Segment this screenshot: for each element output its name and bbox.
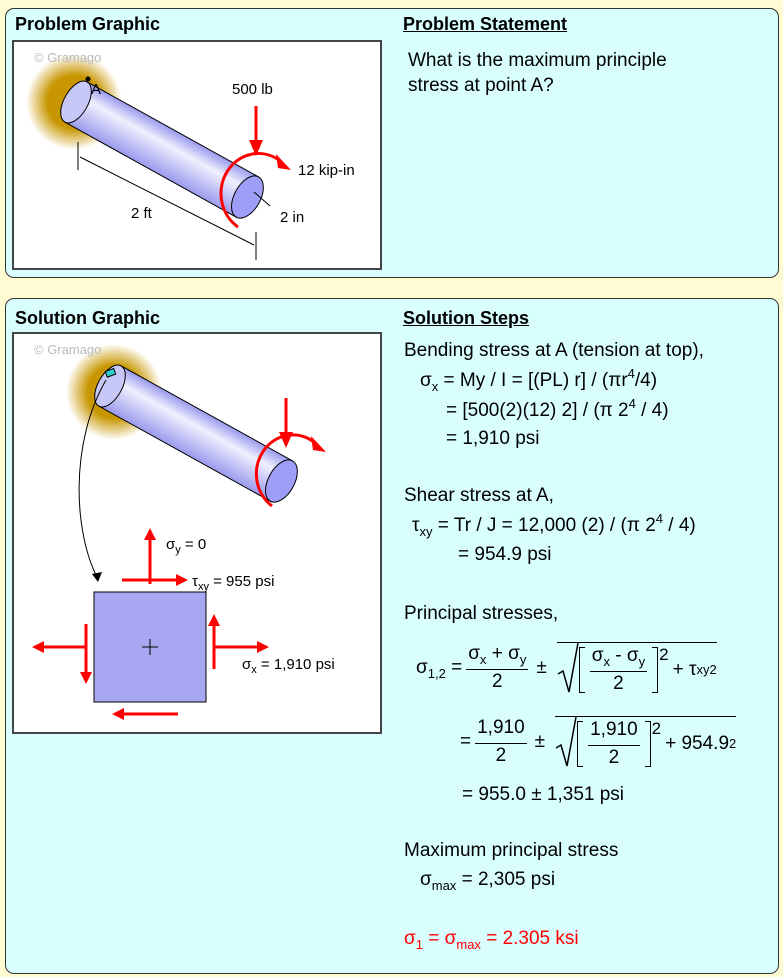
problem-statement-title: Problem Statement <box>403 14 568 34</box>
problem-graphic-title: Problem Graphic <box>15 14 161 34</box>
solution-graphic: © Gramago σy = 0 τxy = 955 psi σx = 1,91… <box>12 332 382 734</box>
bending-substitution: = [500(2)(12) 2] / (π 24 / 4) <box>446 396 669 421</box>
sigma-y-label: σy = 0 <box>166 536 206 556</box>
max-result: σmax = 2,305 psi <box>420 869 556 893</box>
principal-heading: Principal stresses, <box>404 603 559 624</box>
length-label: 2 ft <box>131 205 153 222</box>
stress-arrows <box>42 538 259 716</box>
point-a-label: A <box>91 81 101 98</box>
final-answer: σ1 = σmax = 2.305 ksi <box>404 928 579 952</box>
bending-heading: Bending stress at A (tension at top), <box>404 340 704 361</box>
radical-sign-icon <box>557 642 579 693</box>
max-heading: Maximum principal stress <box>404 840 619 861</box>
problem-statement-line: What is the maximum principle <box>408 50 667 71</box>
leader-arrow <box>78 379 107 580</box>
left-bracket <box>578 647 585 693</box>
principal-result: = 955.0 ± 1,351 psi <box>462 784 625 805</box>
left-bracket <box>577 721 584 767</box>
torque-arrow <box>219 152 280 229</box>
cylinder-shaft <box>94 364 298 503</box>
solution-steps-title: Solution Steps <box>403 308 529 328</box>
right-bracket <box>652 647 659 693</box>
torque-arrow <box>254 433 315 508</box>
cylinder-shaft <box>60 80 264 219</box>
tau-xy-label: τxy = 955 psi <box>192 573 274 593</box>
point-a-dot <box>85 76 91 82</box>
radius-arrow <box>253 191 271 207</box>
right-bracket <box>644 721 651 767</box>
bending-result: = 1,910 psi <box>446 428 540 449</box>
shear-result: = 954.9 psi <box>458 544 552 565</box>
radius-label: 2 in <box>280 209 304 226</box>
solution-graphic-title: Solution Graphic <box>15 308 161 328</box>
force-label: 500 lb <box>232 81 273 98</box>
watermark: © Gramago <box>34 50 101 65</box>
watermark: © Gramago <box>34 342 101 357</box>
bending-formula: σx = My / I = [(PL) r] / (πr4/4) <box>420 366 658 394</box>
radical-sign-icon <box>555 716 577 767</box>
shear-heading: Shear stress at A, <box>404 485 554 506</box>
stress-element-marker <box>104 367 117 378</box>
problem-statement-line: stress at point A? <box>408 75 554 96</box>
sigma-x-label: σx = 1,910 psi <box>242 656 335 676</box>
shear-formula: τxy = Tr / J = 12,000 (2) / (π 24 / 4) <box>412 511 696 539</box>
problem-graphic: © Gramago A 500 lb 12 kip-in 2 ft 2 in <box>12 40 382 270</box>
torque-label: 12 kip-in <box>298 162 355 179</box>
length-dimension <box>79 156 255 246</box>
